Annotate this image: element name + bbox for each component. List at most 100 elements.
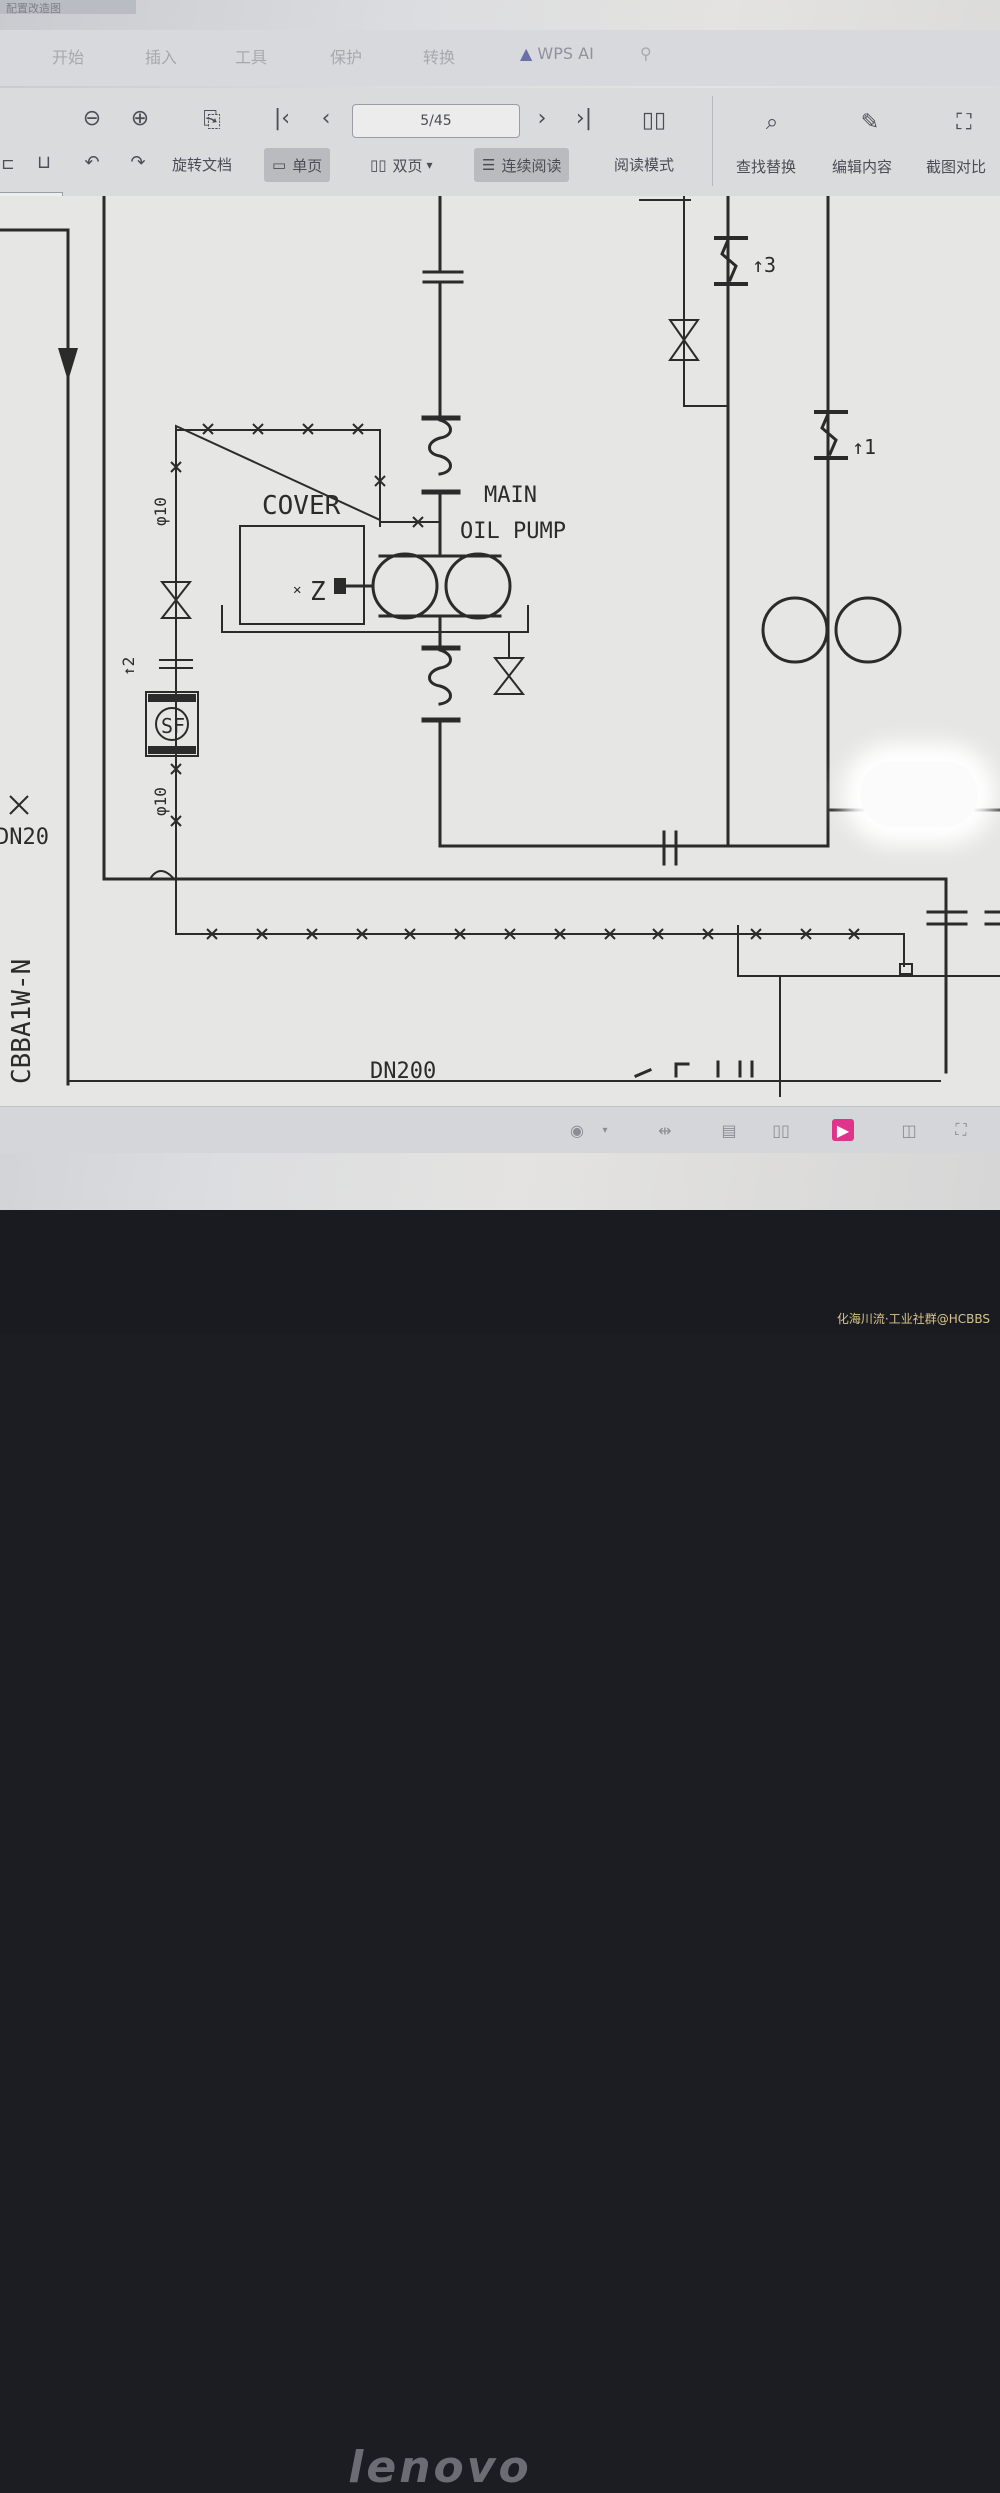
play-icon[interactable]: ▶ — [832, 1119, 854, 1141]
continuous-reading-label: 连续阅读 — [501, 156, 562, 175]
wps-ai-label: WPS AI — [537, 44, 594, 63]
window-tab-title: 配置改造图 — [6, 2, 61, 14]
single-page-button[interactable]: ▭ 单页 — [264, 148, 331, 182]
menu-bar: 开始 插入 工具 保护 转换 ▲ WPS AI ⚲ — [0, 30, 1000, 86]
double-page-view-icon[interactable]: ▯▯ — [772, 1120, 790, 1140]
phi10-top-label: φ10 — [151, 497, 170, 526]
fullscreen-icon[interactable]: ⛶ — [955, 1120, 967, 1139]
menu-item-protect[interactable]: 保护 — [330, 48, 363, 67]
continuous-reading-icon: ☰ — [482, 156, 496, 174]
bypass-valve-icon — [668, 319, 700, 342]
instrument-markers — [9, 423, 860, 940]
continuous-reading-button[interactable]: ☰ 连续阅读 — [474, 148, 570, 182]
dn20-label: DN20 — [0, 825, 49, 850]
single-page-label: 单页 — [292, 156, 323, 175]
sf-box — [145, 691, 199, 757]
zoom-out-icon[interactable]: ⊖ — [82, 105, 102, 131]
tag-1-label: ↑1 — [852, 435, 876, 459]
status-bar: ◉ ▾ ⇹ ▤ ▯▯ ▶ ◫ ⛶ — [0, 1106, 1000, 1153]
find-replace-label[interactable]: 查找替换 — [736, 158, 797, 176]
reading-mode-label[interactable]: 阅读模式 — [614, 156, 675, 174]
bypass-line — [683, 196, 729, 407]
dn200-label: DN200 — [370, 1059, 436, 1084]
rotate-document-label[interactable]: 旋转文档 — [172, 156, 233, 174]
first-page-icon[interactable]: |‹ — [273, 105, 291, 131]
cover-box — [239, 525, 365, 625]
toolbar: ⌄ ⊖ ⊕ ⎘ |‹ ‹ 5/45 › ›| ▯▯ ⌕ ✎ ⛶ ⊏ ⊔ ↶ ↷ … — [0, 88, 1000, 224]
line-crossover — [148, 870, 176, 881]
shaft-coupling — [334, 578, 346, 594]
double-page-icon: ▯▯ — [370, 156, 387, 174]
pid-diagram: COVER MAIN OIL PUMP SF Z ✕ φ10 φ10 ↑2 ↑3… — [0, 196, 1000, 1097]
relief-valve-icon — [820, 412, 838, 456]
rotate-document-icon[interactable]: ⎘ — [203, 107, 221, 133]
menu-item-convert[interactable]: 转换 — [423, 48, 456, 67]
tool-icon-b[interactable]: ⊔ — [36, 151, 52, 173]
menu-item-home[interactable]: 开始 — [52, 48, 85, 67]
tool-icon-a[interactable]: ⊏ — [1, 153, 15, 173]
next-page-icon[interactable]: › — [537, 105, 547, 131]
bypass-valve-icon — [668, 338, 700, 361]
watermark: 化海川流·工业社群@HCBBS — [836, 1312, 990, 1326]
single-page-icon: ▭ — [272, 156, 287, 174]
drain-valve-icon — [492, 674, 526, 695]
phi10-bottom-label: φ10 — [151, 787, 170, 816]
screen-glare — [860, 761, 978, 827]
wps-ai-icon: ▲ — [520, 44, 533, 63]
expansion-joint-top — [428, 418, 452, 476]
main-oil-pump-label-line1: MAIN — [484, 483, 537, 508]
toolbar-divider — [712, 96, 713, 186]
sf-cap — [148, 694, 196, 702]
baseplate — [221, 605, 529, 633]
screenshot-compare-label[interactable]: 截图对比 — [926, 158, 987, 176]
search-icon[interactable]: ⚲ — [640, 44, 652, 63]
page-number-input[interactable]: 5/45 — [352, 104, 520, 138]
chevron-down-icon[interactable]: ▾ — [602, 1124, 608, 1136]
tag-3-label: ↑3 — [752, 253, 776, 277]
expansion-joint-bottom — [428, 648, 452, 706]
find-replace-icon[interactable]: ⌕ — [765, 109, 779, 135]
menu-item-tools[interactable]: 工具 — [235, 48, 268, 67]
instrument-valve-icon — [159, 581, 193, 602]
main-oil-pump-label-line2: OIL PUMP — [460, 519, 566, 544]
laptop-brand-logo: lenovo — [348, 2442, 532, 2493]
instrument-valve-icon — [159, 598, 193, 619]
flow-arrow-icon — [58, 348, 78, 381]
header-pipe — [102, 877, 948, 1074]
screenshot-compare-icon[interactable]: ⛶ — [956, 109, 972, 135]
double-page-label: 双页 — [392, 156, 423, 175]
window-tab[interactable]: 配置改造图 — [0, 0, 136, 14]
instrument-line — [175, 429, 441, 523]
edit-content-label[interactable]: 编辑内容 — [832, 158, 893, 176]
side-label: CBBA1W-N — [7, 959, 37, 1084]
marker-icon: ✕ — [293, 582, 301, 598]
pump-casing-right — [444, 552, 512, 620]
rotate-right-icon[interactable]: ↷ — [130, 151, 146, 173]
document-view[interactable]: COVER MAIN OIL PUMP SF Z ✕ φ10 φ10 ↑2 ↑3… — [0, 196, 1000, 1106]
sidebar-view-icon[interactable]: ◫ — [901, 1120, 917, 1140]
single-page-view-icon[interactable]: ▤ — [721, 1120, 737, 1140]
drain-valve-icon — [492, 657, 526, 678]
double-page-button[interactable]: ▯▯ 双页 ▾ — [362, 148, 441, 182]
prev-page-icon[interactable]: ‹ — [321, 105, 331, 131]
eye-icon[interactable]: ◉ — [570, 1120, 584, 1140]
rotate-left-icon[interactable]: ↶ — [84, 151, 100, 173]
sf-label: SF — [161, 714, 185, 738]
tag-2-label: ↑2 — [119, 657, 138, 676]
menu-item-insert[interactable]: 插入 — [145, 48, 178, 67]
book-icon[interactable]: ▯▯ — [641, 107, 667, 133]
z-label: Z — [310, 577, 326, 607]
pump-casing-left — [371, 552, 439, 620]
last-page-icon[interactable]: ›| — [575, 105, 593, 131]
fit-width-icon[interactable]: ⇹ — [658, 1120, 672, 1140]
relief-valve-icon — [720, 238, 738, 282]
signal-line — [175, 895, 905, 967]
zoom-in-icon[interactable]: ⊕ — [130, 105, 150, 131]
chevron-down-icon: ▾ — [426, 158, 433, 172]
aux-pump-casing — [761, 596, 829, 664]
aux-pump-casing — [834, 596, 902, 664]
sf-cap — [148, 746, 196, 754]
signal-line — [737, 925, 1000, 977]
edit-content-icon[interactable]: ✎ — [860, 109, 880, 135]
menu-item-wps-ai[interactable]: ▲ WPS AI — [520, 44, 594, 63]
